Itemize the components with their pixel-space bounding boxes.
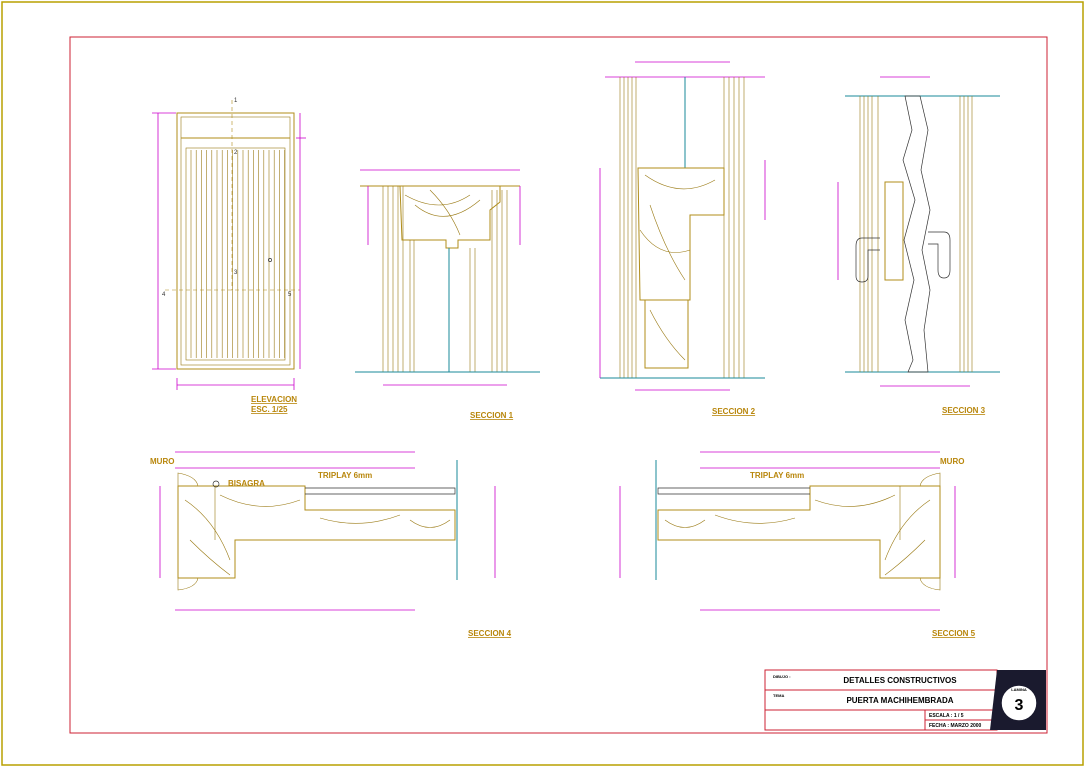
handle-left	[855, 237, 880, 283]
mark-2: 2	[234, 150, 238, 156]
mark-4: 4	[162, 292, 166, 298]
section-3-title: SECCION 3	[942, 406, 986, 415]
elevation-view: 1 2 3 4 5 ELEVACION ESC. 1/25	[152, 98, 306, 414]
mark-3: 3	[234, 270, 238, 276]
door-slats	[190, 150, 285, 358]
frame-corner-top	[177, 472, 199, 487]
door-frame-inner	[180, 116, 291, 366]
sheet-number-circle	[1000, 684, 1038, 722]
door-leaf-edge	[902, 95, 931, 373]
section-4-bisagra: BISAGRA	[228, 479, 265, 488]
jamb-3-left	[859, 96, 879, 372]
section-1-title: SECCION 1	[470, 411, 514, 420]
jamb-2-right	[723, 77, 745, 378]
tema-label: TEMA	[773, 693, 784, 698]
section-4-view: MURO BISAGRA TRIPLAY 6mm SECCION 4	[150, 451, 512, 638]
section-2-title: SECCION 2	[712, 407, 756, 416]
dibujo-label: DIBUJO :	[773, 674, 791, 679]
project-title: DETALLES CONSTRUCTIVOS	[843, 676, 957, 685]
frame-5-corner-top	[919, 472, 941, 487]
sheet-inner-border	[69, 36, 1048, 734]
frame-corner-bottom	[177, 577, 199, 591]
section-5-view: MURO TRIPLAY 6mm SECCION 5	[619, 451, 976, 638]
plywood-panel	[305, 487, 456, 495]
jamb-left	[382, 186, 404, 372]
mark-5: 5	[288, 292, 292, 298]
lock-block	[884, 181, 904, 281]
door-leaf	[185, 147, 286, 361]
sheet-label: LAMINA	[1011, 687, 1027, 692]
section-4-title: SECCION 4	[468, 629, 512, 638]
frame-5-profile	[657, 485, 941, 579]
jamb-3-right	[959, 96, 973, 372]
elevation-scale: ESC. 1/25	[251, 405, 288, 414]
handle-right	[928, 231, 951, 279]
section-5-title: SECCION 5	[932, 629, 976, 638]
section-2-view: SECCION 2	[599, 61, 766, 416]
section-5-muro: MURO	[940, 457, 964, 466]
plywood-5-panel	[657, 487, 810, 495]
jamb-right	[491, 190, 508, 372]
section-1-view: SECCION 1	[355, 169, 540, 420]
hinge-symbol	[212, 480, 220, 488]
title-block: DIBUJO : DETALLES CONSTRUCTIVOS TEMA PUE…	[764, 669, 1046, 731]
elevation-title: ELEVACION	[251, 395, 297, 404]
section-5-triplay: TRIPLAY 6mm	[750, 471, 804, 480]
rail-piece	[637, 167, 725, 301]
section-3-view: SECCION 3	[837, 76, 1000, 415]
header-piece	[399, 185, 501, 249]
frame-5-corner-bottom	[919, 577, 941, 591]
date-field: FECHA : MARZO 2000	[929, 723, 982, 729]
door-knob	[268, 258, 272, 262]
subject-title: PUERTA MACHIHEMBRADA	[846, 696, 953, 705]
sheet-number: 3	[1015, 697, 1024, 714]
section-4-muro: MURO	[150, 457, 174, 466]
door-frame-outer	[176, 112, 295, 370]
frame-profile	[177, 485, 456, 579]
jamb-2-left	[619, 77, 637, 378]
lower-rail	[644, 299, 689, 369]
scale-field: ESCALA : 1 / 5	[929, 713, 964, 719]
mark-1: 1	[234, 98, 238, 104]
section-4-triplay: TRIPLAY 6mm	[318, 471, 372, 480]
